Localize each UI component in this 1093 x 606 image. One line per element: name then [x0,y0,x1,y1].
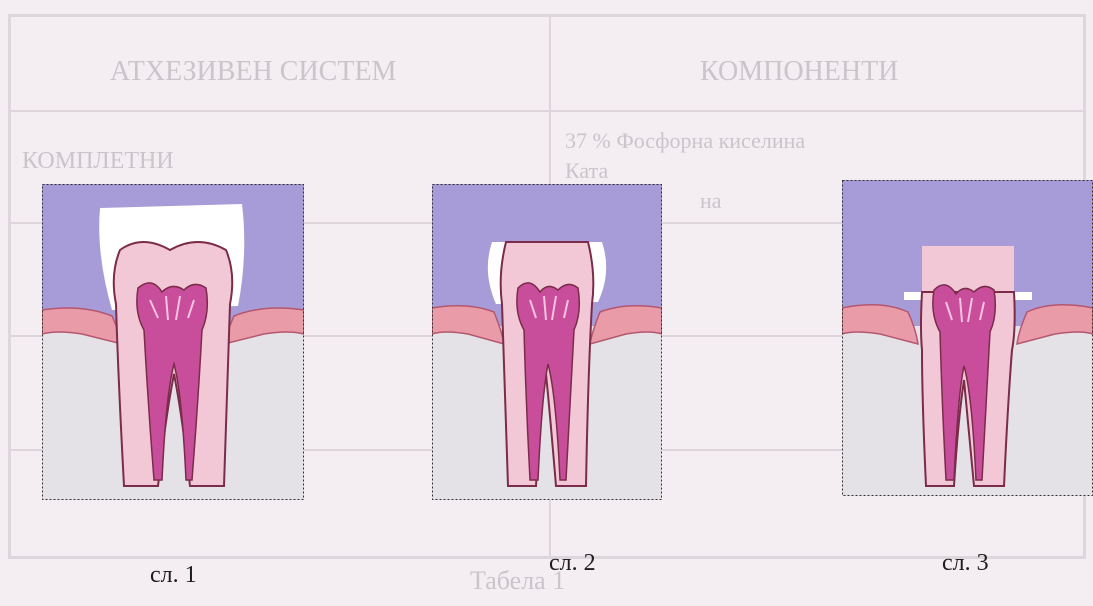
table-header-right: КОМПОНЕНТИ [700,56,898,88]
tooth-figure-3 [842,180,1093,496]
table-header-left: АТХЕЗИВЕН СИСТЕМ [110,56,396,88]
figure-caption-3: сл. 3 [942,550,989,577]
table-cell: КОМПЛЕТНИ [22,148,174,175]
tooth-figure-1 [42,184,304,500]
table-cell: 37 % Фосфорна киселина [565,128,805,154]
figure-caption-2: сл. 2 [549,550,596,577]
tooth-figure-2 [432,184,662,500]
table-divider [11,110,1083,112]
table-cell: Ката [565,158,608,184]
figure-caption-1: сл. 1 [150,562,197,589]
table-cell: на [700,188,722,214]
